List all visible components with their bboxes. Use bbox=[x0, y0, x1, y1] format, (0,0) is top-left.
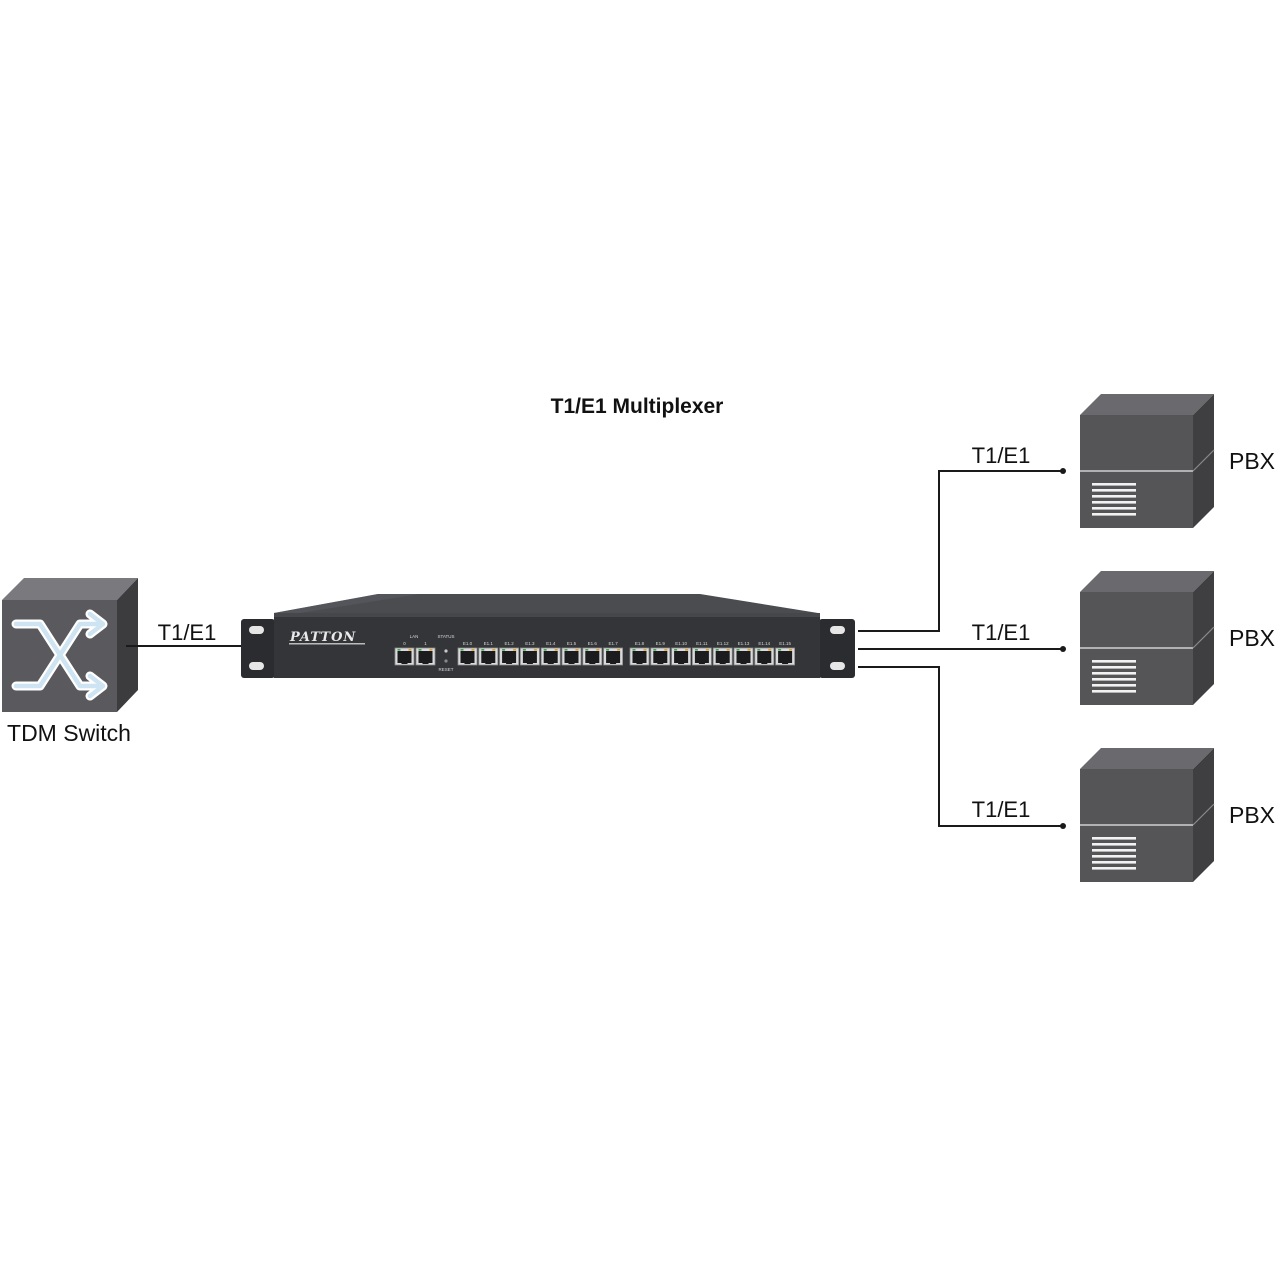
left-rack-ear bbox=[241, 619, 275, 678]
diagram-title: T1/E1 Multiplexer bbox=[551, 395, 724, 418]
pbx-link-line-3 bbox=[858, 666, 1062, 827]
pbx-link-endpoint-3 bbox=[1060, 823, 1066, 829]
e1-port-label: E1.5 bbox=[567, 641, 577, 646]
e1-port-label: E1.12 bbox=[717, 641, 729, 646]
e1-port-2 bbox=[499, 647, 520, 666]
lan-port-label: 1 bbox=[424, 641, 427, 646]
pbx-2 bbox=[1080, 571, 1215, 705]
vent-grille-icon bbox=[1092, 483, 1136, 516]
e1-port-label: E1.1 bbox=[484, 641, 494, 646]
pbx-link-label-3: T1/E1 bbox=[972, 797, 1031, 822]
pbx-link-label-2: T1/E1 bbox=[972, 620, 1031, 645]
pbx-link-endpoint-1 bbox=[1060, 468, 1066, 474]
e1-port-label: E1.9 bbox=[656, 641, 666, 646]
status-label: STATUS bbox=[437, 634, 454, 639]
e1-port-label: E1.0 bbox=[463, 641, 473, 646]
pbx-link-line-1 bbox=[858, 470, 1062, 632]
e1-port-5 bbox=[561, 647, 582, 666]
tdm-switch-label: TDM Switch bbox=[7, 720, 131, 746]
e1-port-label: E1.8 bbox=[635, 641, 645, 646]
e1-port-3 bbox=[520, 647, 540, 666]
e1-port-label: E1.4 bbox=[546, 641, 556, 646]
pbx-link-label-1: T1/E1 bbox=[972, 443, 1031, 468]
pbx-1 bbox=[1080, 394, 1215, 528]
e1-port-0 bbox=[457, 647, 478, 666]
e1-port-label: E1.7 bbox=[608, 641, 618, 646]
e1-port-6 bbox=[582, 647, 603, 666]
pbx-label-2: PBX bbox=[1229, 625, 1275, 651]
e1-port-1 bbox=[478, 647, 499, 666]
vent-grille-icon bbox=[1092, 837, 1136, 870]
e1-port-11 bbox=[692, 647, 712, 666]
e1-port-label: E1.15 bbox=[779, 641, 791, 646]
pbx-3 bbox=[1080, 748, 1215, 882]
right-rack-ear bbox=[819, 619, 855, 678]
e1-port-label: E1.13 bbox=[738, 641, 750, 646]
e1-port-10 bbox=[671, 647, 691, 666]
e1-port-13 bbox=[733, 647, 754, 666]
lan-label: LAN bbox=[410, 634, 419, 639]
pbx-label-3: PBX bbox=[1229, 802, 1275, 828]
e1-ports: E1.0 E1.1 E1.2 E1.3 E1.4 E1.5 E1.6 E1.7 E1.8 E1.9… bbox=[457, 641, 795, 666]
e1-port-15 bbox=[775, 647, 795, 666]
e1-port-label: E1.10 bbox=[675, 641, 687, 646]
pbx-link-endpoint-2 bbox=[1060, 646, 1066, 652]
vent-grille-icon bbox=[1092, 660, 1136, 693]
reset-button bbox=[444, 659, 448, 663]
e1-port-label: E1.6 bbox=[588, 641, 598, 646]
status-led bbox=[444, 649, 448, 653]
e1-port-label: E1.2 bbox=[504, 641, 514, 646]
lan-port-1 bbox=[415, 647, 436, 666]
e1-port-9 bbox=[650, 647, 671, 666]
e1-port-4 bbox=[540, 647, 561, 666]
e1-port-label: E1.11 bbox=[696, 641, 708, 646]
lan-port-0 bbox=[394, 647, 415, 666]
reset-label: RESET bbox=[438, 667, 453, 672]
pbx-units bbox=[1080, 394, 1215, 882]
tdm-switch bbox=[2, 578, 138, 712]
e1-port-14 bbox=[754, 647, 775, 666]
brand-logo: PATTON bbox=[289, 630, 356, 645]
e1-port-7 bbox=[603, 647, 623, 666]
lan-port-label: 0 bbox=[403, 641, 406, 646]
e1-port-label: E1.3 bbox=[525, 641, 535, 646]
e1-port-8 bbox=[629, 647, 650, 666]
pbx-label-1: PBX bbox=[1229, 448, 1275, 474]
e1-port-label: E1.14 bbox=[758, 641, 770, 646]
tdm-link-label: T1/E1 bbox=[158, 620, 217, 645]
e1-port-12 bbox=[712, 647, 733, 666]
